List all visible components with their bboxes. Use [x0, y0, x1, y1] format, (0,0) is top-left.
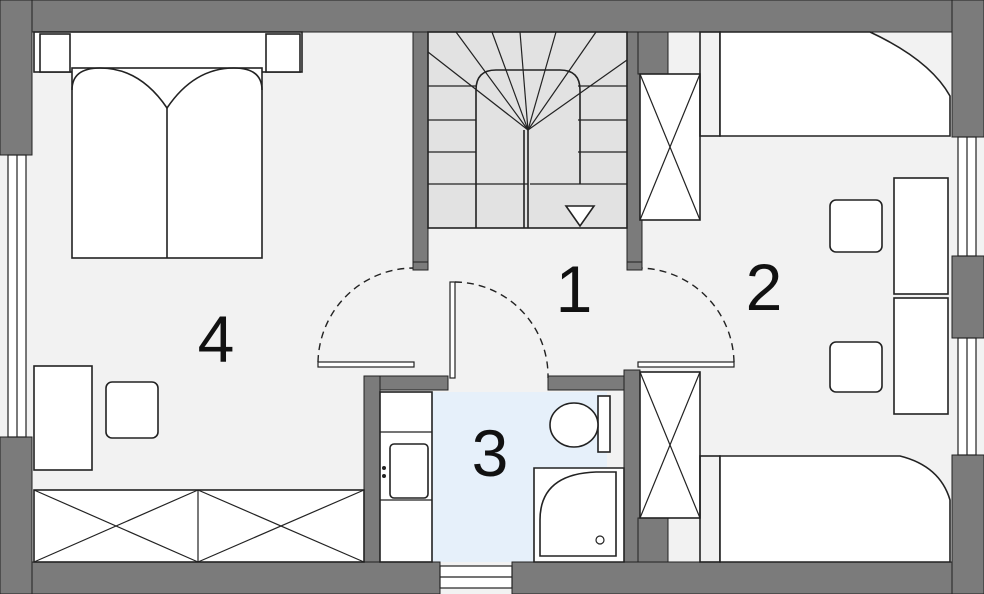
windows	[7, 136, 977, 589]
single-bed-bottom	[719, 455, 951, 563]
shower	[533, 467, 625, 563]
door-room2-leaf	[637, 361, 735, 368]
chair-room2-top	[829, 199, 883, 253]
chair	[105, 381, 159, 439]
wall-room2-bottom	[637, 517, 669, 563]
wall-bath-left	[363, 375, 381, 563]
washbasin	[389, 443, 429, 499]
wardrobe	[33, 489, 365, 563]
wall-room2-top	[637, 31, 669, 75]
toilet-tank	[597, 395, 611, 453]
room2-furniture	[639, 31, 951, 563]
staircase	[427, 31, 628, 229]
wall-right-top	[951, 0, 984, 138]
wall-left-top	[0, 0, 33, 156]
room4-furniture	[33, 31, 365, 563]
wall-right-bottom	[951, 454, 984, 594]
room-label-3: 3	[472, 416, 509, 490]
room-label-2: 2	[746, 250, 783, 324]
desk-room2-bottom	[893, 297, 949, 415]
door-bathroom-leaf	[449, 281, 456, 379]
desk	[33, 365, 93, 471]
chair-room2-bottom	[829, 341, 883, 393]
wall-stair-left	[412, 31, 429, 269]
wall-bottom-right	[511, 561, 984, 594]
stair-direction-arrow-icon	[564, 205, 596, 228]
desk-room2-top	[893, 177, 949, 295]
bathroom-fixtures	[379, 391, 625, 563]
room-label-1: 1	[556, 252, 593, 326]
wall-bottom-left	[0, 561, 441, 594]
door-room4-leaf	[317, 361, 415, 368]
doors	[317, 261, 735, 379]
wall-left-bottom	[0, 436, 33, 594]
wall-top	[0, 0, 984, 33]
wall-right-mid	[951, 255, 984, 339]
shower-drain-icon	[595, 535, 605, 545]
toilet-bowl	[549, 402, 599, 448]
room-labels: 1 2 3 4	[198, 250, 783, 490]
room-label-4: 4	[198, 302, 235, 376]
single-bed-top	[719, 31, 951, 137]
